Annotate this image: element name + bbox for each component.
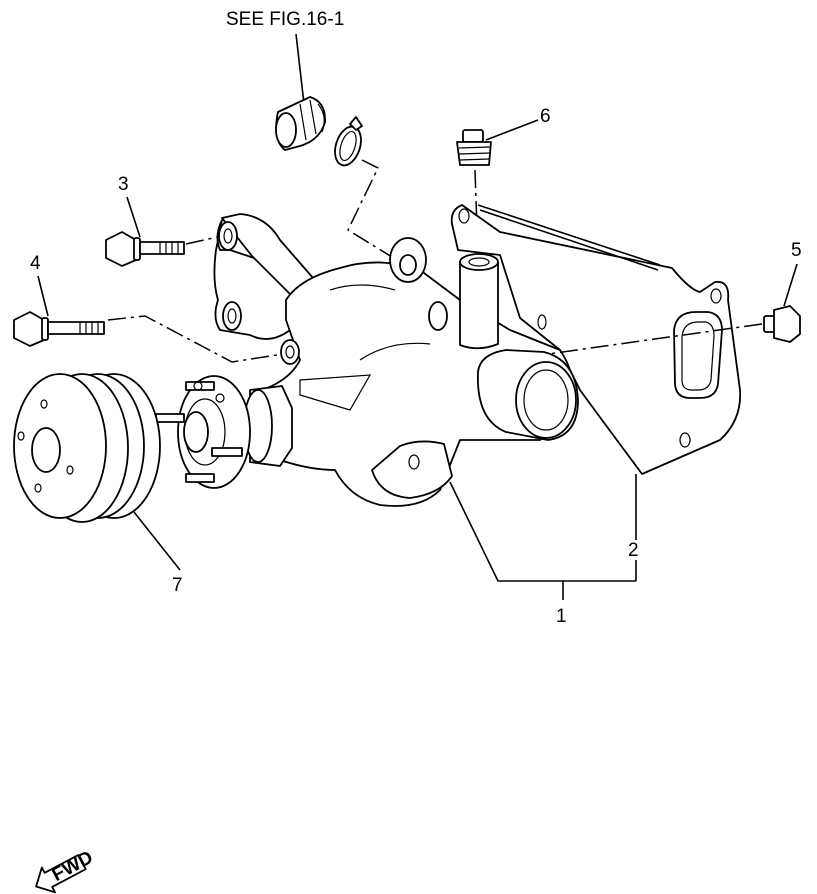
pulley-part[interactable]	[13, 373, 161, 523]
water-pump-body-part[interactable]	[213, 213, 579, 507]
fwd-label: FWD	[49, 847, 97, 886]
hose-part[interactable]	[275, 96, 326, 151]
plug-part[interactable]	[456, 129, 492, 166]
callout-3[interactable]: 3	[118, 174, 129, 195]
pump-hub-part[interactable]	[155, 375, 251, 489]
see-fig-note[interactable]: SEE FIG.16-1	[226, 9, 344, 30]
bolt-short-part[interactable]	[105, 231, 185, 267]
callout-7[interactable]: 7	[172, 575, 183, 596]
hose-clamp-part[interactable]	[330, 116, 365, 169]
callout-1[interactable]: 1	[556, 606, 567, 627]
gasket-plate-part[interactable]	[450, 204, 742, 475]
fwd-arrow-icon: FWD	[35, 847, 97, 894]
callout-4[interactable]: 4	[30, 253, 41, 274]
nut-part[interactable]	[763, 305, 801, 343]
callout-2[interactable]: 2	[628, 540, 639, 561]
bolt-long-part[interactable]	[13, 311, 105, 347]
callout-6[interactable]: 6	[540, 106, 551, 127]
callout-5[interactable]: 5	[791, 240, 802, 261]
